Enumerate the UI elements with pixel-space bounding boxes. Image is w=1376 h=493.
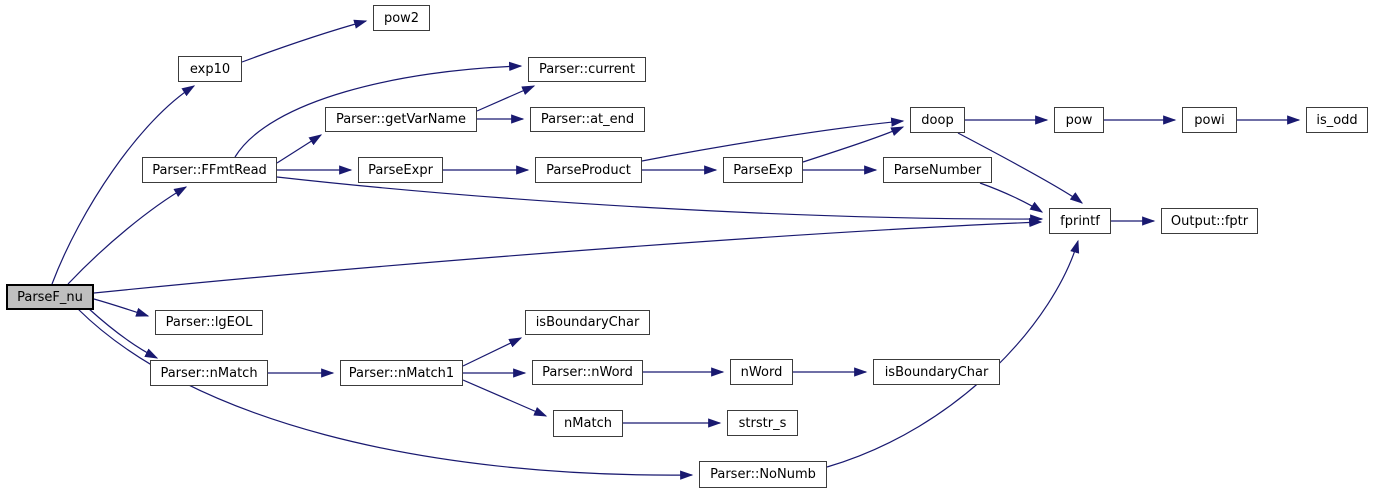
- graph-node-label: exp10: [189, 61, 231, 77]
- edge-parseexp-to-doop: [802, 126, 905, 163]
- graph-node-label: Parser::FFmtRead: [152, 162, 267, 178]
- graph-node-exp10[interactable]: exp10: [178, 56, 242, 82]
- graph-node-nonumb[interactable]: Parser::NoNumb: [699, 461, 827, 488]
- edge-ffmtread-to-fprintf: [276, 176, 1044, 224]
- graph-node-label: Parser::lgEOL: [165, 315, 253, 330]
- graph-node-parsef_nu: ParseF_nu: [6, 284, 94, 310]
- edge-pnmatch1-to-nmatch: [462, 379, 548, 417]
- graph-node-pow2[interactable]: pow2: [373, 5, 430, 31]
- graph-node-label: powi: [1194, 112, 1225, 128]
- edge-parsenumber-to-fprintf: [979, 182, 1044, 213]
- graph-node-nmatch[interactable]: nMatch: [553, 410, 623, 437]
- graph-node-label: Parser::getVarName: [335, 112, 467, 127]
- graph-node-powi[interactable]: powi: [1182, 107, 1237, 133]
- edge-nonumb-to-fprintf: [826, 239, 1080, 468]
- graph-node-pnmatch1[interactable]: Parser::nMatch1: [340, 360, 463, 386]
- graph-node-label: Parser::current: [538, 62, 636, 77]
- edge-parsef_nu-to-nonumb: [77, 308, 694, 480]
- graph-node-label: Parser::nMatch: [160, 365, 258, 381]
- graph-node-at_end[interactable]: Parser::at_end: [530, 107, 645, 132]
- graph-node-ffmtread[interactable]: Parser::FFmtRead: [142, 157, 277, 183]
- graph-node-label: nMatch: [564, 416, 612, 431]
- graph-node-isboundary1[interactable]: isBoundaryChar: [525, 310, 650, 335]
- graph-node-label: Parser::nMatch1: [348, 365, 455, 381]
- graph-node-nword[interactable]: nWord: [730, 359, 793, 385]
- graph-node-output_fptr[interactable]: Output::fptr: [1161, 208, 1258, 234]
- graph-node-label: isBoundaryChar: [884, 364, 989, 380]
- graph-node-label: Parser::at_end: [540, 112, 635, 127]
- graph-node-label: isBoundaryChar: [535, 315, 640, 330]
- graph-node-label: Parser::nWord: [542, 365, 633, 380]
- graph-node-pow[interactable]: pow: [1054, 107, 1104, 133]
- graph-node-label: is_odd: [1316, 112, 1358, 128]
- graph-node-label: nWord: [740, 364, 783, 380]
- graph-node-getvarname[interactable]: Parser::getVarName: [325, 107, 477, 132]
- graph-node-pnmatch[interactable]: Parser::nMatch: [150, 360, 268, 386]
- edge-parsef_nu-to-ffmtread: [67, 186, 188, 285]
- edge-parseproduct-to-doop: [641, 117, 905, 162]
- graph-node-strstr_s[interactable]: strstr_s: [727, 410, 798, 436]
- edge-getvarname-to-current: [476, 85, 536, 112]
- graph-node-isboundary2[interactable]: isBoundaryChar: [873, 359, 1000, 385]
- graph-node-label: Output::fptr: [1170, 213, 1249, 229]
- graph-node-parseexpr[interactable]: ParseExpr: [358, 157, 443, 183]
- edge-parsef_nu-to-pnmatch: [87, 307, 159, 359]
- graph-node-label: pow: [1065, 112, 1093, 128]
- graph-node-label: ParseNumber: [893, 162, 982, 178]
- edge-pnmatch1-to-isboundary1: [462, 337, 523, 367]
- graph-node-label: Parser::NoNumb: [710, 467, 816, 482]
- edge-parsef_nu-to-fprintf: [93, 217, 1043, 294]
- graph-node-is_odd[interactable]: is_odd: [1306, 107, 1368, 133]
- edge-doop-to-fprintf: [957, 132, 1084, 204]
- graph-node-label: ParseExp: [733, 162, 793, 178]
- graph-node-label: ParseProduct: [546, 162, 631, 178]
- edge-parsef_nu-to-exp10: [51, 85, 196, 285]
- graph-node-label: doop: [921, 112, 954, 128]
- graph-node-doop[interactable]: doop: [910, 107, 965, 133]
- graph-node-pnword[interactable]: Parser::nWord: [532, 360, 643, 385]
- edge-exp10-to-pow2: [241, 19, 368, 63]
- edge-parsef_nu-to-lgeol: [93, 298, 150, 317]
- graph-node-label: ParseExpr: [368, 162, 433, 178]
- graph-node-label: fprintf: [1060, 213, 1100, 229]
- graph-node-fprintf[interactable]: fprintf: [1049, 208, 1111, 234]
- graph-node-lgeol[interactable]: Parser::lgEOL: [155, 310, 263, 335]
- graph-node-label: ParseF_nu: [17, 289, 83, 305]
- edge-ffmtread-to-current: [234, 61, 523, 158]
- graph-node-parseproduct[interactable]: ParseProduct: [535, 157, 642, 183]
- graph-node-label: strstr_s: [738, 415, 787, 431]
- graph-node-parsenumber[interactable]: ParseNumber: [883, 157, 992, 183]
- edge-ffmtread-to-getvarname: [276, 134, 323, 164]
- graph-node-parseexp[interactable]: ParseExp: [723, 157, 803, 183]
- graph-node-current[interactable]: Parser::current: [528, 57, 646, 82]
- graph-node-label: pow2: [383, 10, 420, 26]
